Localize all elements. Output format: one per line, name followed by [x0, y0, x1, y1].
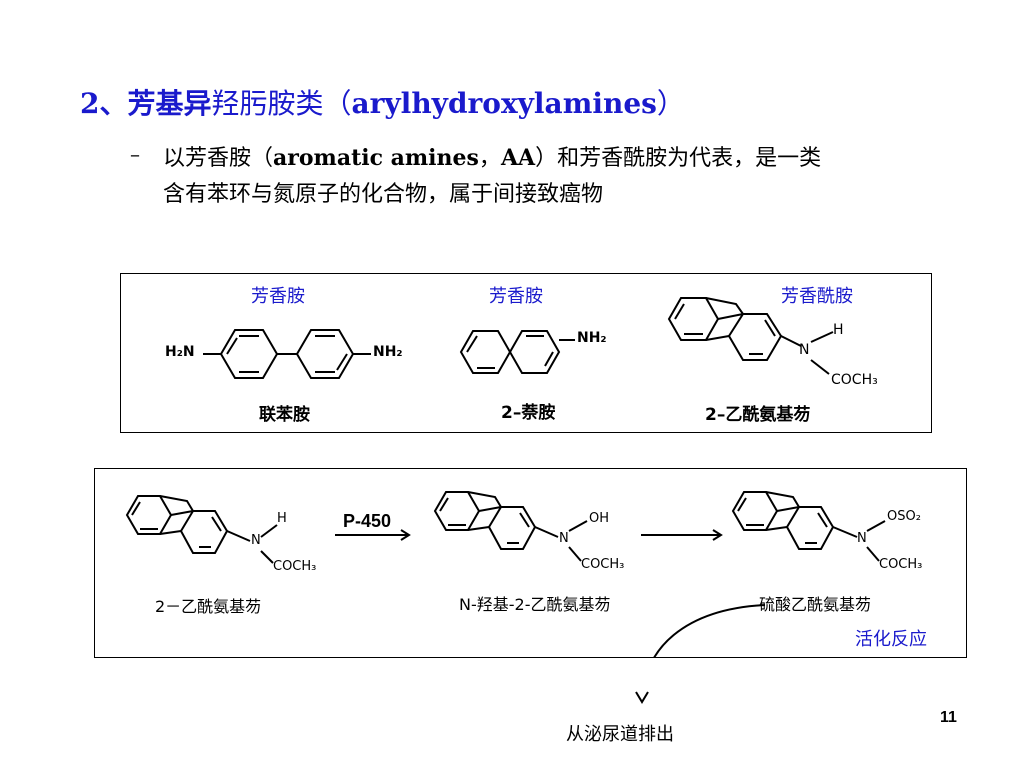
benzidine-h2n: H₂N — [165, 344, 195, 360]
structures-figure-1 — [203, 297, 834, 379]
title-bold-text: 芳基异 — [127, 87, 212, 120]
m3-oso2: OSO₂ — [887, 509, 921, 524]
name-naphthylamine: 2–萘胺 — [501, 403, 556, 423]
name-benzidine: 联苯胺 — [259, 405, 310, 425]
naphthalene-ring-a — [459, 330, 512, 374]
m1-n: N — [251, 533, 261, 548]
bullet-l1d: AA — [500, 145, 536, 171]
aaf-h: H — [833, 322, 844, 338]
title-close: ） — [656, 87, 685, 120]
bullet-l1e: ）和芳香酰胺为代表，是一类 — [535, 146, 822, 171]
name-sulfate-aaf: 硫酸乙酰氨基芴 — [759, 595, 872, 614]
bullet-l1c: ， — [478, 146, 501, 171]
name-aaf: 2–乙酰氨基芴 — [705, 405, 811, 425]
excretion-label: 从泌尿道排出 — [566, 724, 674, 745]
m2-n: N — [559, 531, 569, 546]
benzidine-ring-right — [295, 329, 355, 379]
bullet-line-2: 含有苯环与氮原子的化合物，属于间接致癌物 — [163, 182, 604, 207]
page-title: 2、芳基异羟肟胺类（arylhydroxylamines） — [80, 82, 685, 122]
aaf-coch3: COCH₃ — [831, 372, 878, 388]
name-2aaf: 2－乙酰氨基芴 — [155, 597, 262, 616]
bullet-l1a: 以芳香胺（ — [163, 146, 274, 171]
title-latin: arylhydroxylamines — [351, 87, 657, 120]
activation-label: 活化反应 — [855, 629, 927, 650]
figure-metabolic-activation: H N COCH₃ P-450 OH N COCH₃ OSO₂ N COCH₃ … — [94, 468, 967, 658]
m2-coch3: COCH₃ — [581, 557, 625, 572]
bullet-text: 以芳香胺（aromatic amines，AA）和芳香酰胺为代表，是一类 含有苯… — [163, 140, 963, 213]
title-text: 羟肟胺类（ — [211, 87, 352, 120]
title-number: 2、 — [80, 87, 128, 120]
label-aromatic-amide: 芳香酰胺 — [781, 286, 853, 307]
label-aromatic-amine-1: 芳香胺 — [251, 286, 305, 307]
m2-oh: OH — [589, 511, 610, 526]
enzyme-label: P-450 — [343, 511, 392, 531]
aaf-n: N — [799, 342, 810, 358]
naphthylamine-nh2: NH₂ — [577, 330, 607, 346]
bullet-l1b: aromatic amines — [273, 145, 479, 171]
page-number: 11 — [940, 709, 957, 726]
figure-aromatic-amines: 芳香胺 芳香胺 芳香酰胺 H₂N NH₂ NH₂ H N COCH₃ 联苯胺 2… — [120, 273, 932, 433]
benzidine-nh2: NH₂ — [373, 344, 403, 360]
m1-coch3: COCH₃ — [273, 559, 317, 574]
bullet-marker: – — [130, 142, 140, 166]
structures-figure-2 — [125, 491, 886, 657]
m3-n: N — [857, 531, 867, 546]
m1-h: H — [277, 511, 287, 526]
name-n-hydroxy-aaf: N-羟基-2-乙酰氨基芴 — [459, 595, 611, 614]
label-aromatic-amine-2: 芳香胺 — [489, 286, 543, 307]
m3-coch3: COCH₃ — [879, 557, 923, 572]
naphthalene-ring-b — [508, 330, 561, 374]
bullet-line-1: 以芳香胺（aromatic amines，AA）和芳香酰胺为代表，是一类 — [163, 140, 963, 177]
benzidine-ring-left — [219, 329, 279, 379]
